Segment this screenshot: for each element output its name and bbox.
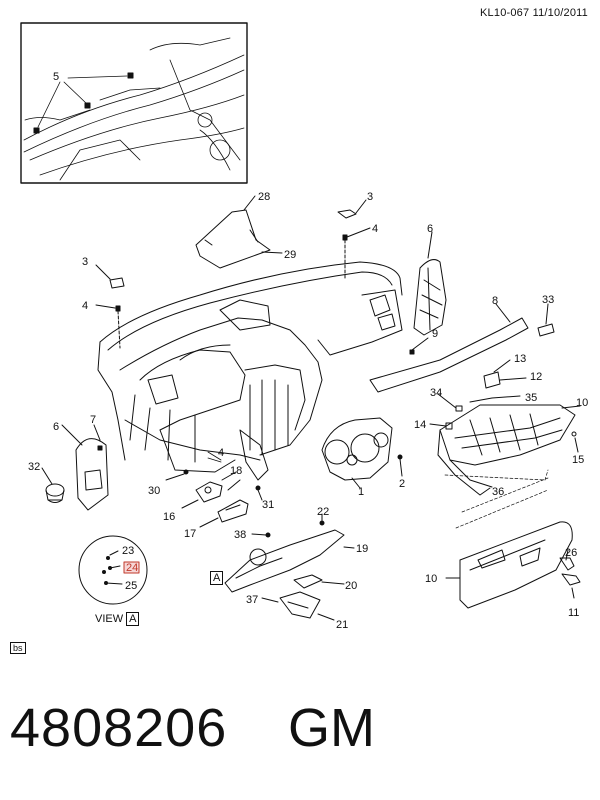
callout-6: 6: [427, 223, 433, 235]
instrument-panel-main: [97, 261, 403, 481]
callout-13: 13: [514, 353, 526, 365]
diagram-code-date: KL10-067 11/10/2011: [480, 7, 588, 19]
callout-29: 29: [284, 249, 296, 261]
switch-16: [195, 481, 223, 503]
inset-fastener-marks: [33, 72, 134, 134]
callout-11: 11: [568, 607, 579, 619]
view-label-text: VIEW: [95, 613, 124, 625]
callout-4: 4: [372, 223, 378, 235]
callout-20: 20: [345, 580, 357, 592]
bracket-28: [195, 209, 271, 269]
clip-3-top: [337, 209, 357, 219]
callout-30: 30: [148, 485, 160, 497]
callout-4: 4: [82, 300, 88, 312]
callout-38: 38: [234, 529, 246, 541]
trim-end-33: [537, 323, 555, 337]
callout-17: 17: [184, 528, 196, 540]
trim-strip-8: [369, 317, 529, 393]
glovebox-door-10: [459, 521, 573, 609]
switch-17: [217, 499, 249, 523]
callout-3: 3: [82, 256, 88, 268]
callout-25: 25: [125, 580, 137, 592]
callout-5: 5: [53, 71, 59, 83]
callout-7: 7: [90, 414, 96, 426]
callout-4: 4: [218, 447, 224, 459]
glovebox-upper-10: [437, 404, 576, 496]
callout-31: 31: [262, 499, 274, 511]
callout-labels: 5 28 29 3 4 6 3 4 8 33 9 13 12 34 35 10 …: [28, 71, 588, 631]
view-a-reference-box: A: [210, 571, 224, 585]
brand-name: GM: [288, 698, 375, 758]
callout-24: 24: [126, 562, 138, 574]
inset-frame: [20, 22, 248, 184]
fastener-32: [45, 483, 65, 497]
callout-32: 32: [28, 461, 40, 473]
callout-34: 34: [430, 387, 442, 399]
callout-6: 6: [53, 421, 59, 433]
callout-12: 12: [530, 371, 542, 383]
callout-3: 3: [367, 191, 373, 203]
callout-19: 19: [356, 543, 368, 555]
lower-trim-19: [224, 529, 345, 593]
callout-10: 10: [425, 573, 437, 585]
callout-16: 16: [163, 511, 175, 523]
callout-33: 33: [542, 294, 554, 306]
end-panel-6-left: [75, 438, 109, 511]
callout-23: 23: [122, 545, 134, 557]
callout-26: 26: [565, 547, 577, 559]
trim-20: [293, 574, 323, 589]
callout-10: 10: [576, 397, 588, 409]
callout-21: 21: [336, 619, 348, 631]
callout-22: 22: [317, 506, 329, 518]
exploded-parts-diagram: 5 28 29 3 4 6 3 4 8 33 9 13 12 34 35 10 …: [20, 22, 588, 631]
view-label-letter: A: [126, 612, 140, 626]
callout-9: 9: [432, 328, 438, 340]
callout-28: 28: [258, 191, 270, 203]
pocket-21: [279, 591, 321, 619]
callout-35: 35: [525, 392, 537, 404]
callout-1: 1: [358, 486, 364, 498]
callout-36: 36: [492, 486, 504, 498]
part-number: 4808206: [10, 698, 228, 758]
callout-37: 37: [246, 594, 258, 606]
instrument-cluster-1: [321, 417, 393, 481]
callout-2: 2: [399, 478, 405, 490]
bs-tag: bs: [10, 642, 26, 654]
end-panel-6-right: [413, 259, 447, 336]
callout-14: 14: [414, 419, 426, 431]
inset-cowl-drawing: [23, 37, 245, 181]
callout-18: 18: [230, 465, 242, 477]
view-a-circle: [78, 535, 148, 605]
callout-8: 8: [492, 295, 498, 307]
clip-3-left: [109, 277, 125, 289]
callout-15: 15: [572, 454, 584, 466]
